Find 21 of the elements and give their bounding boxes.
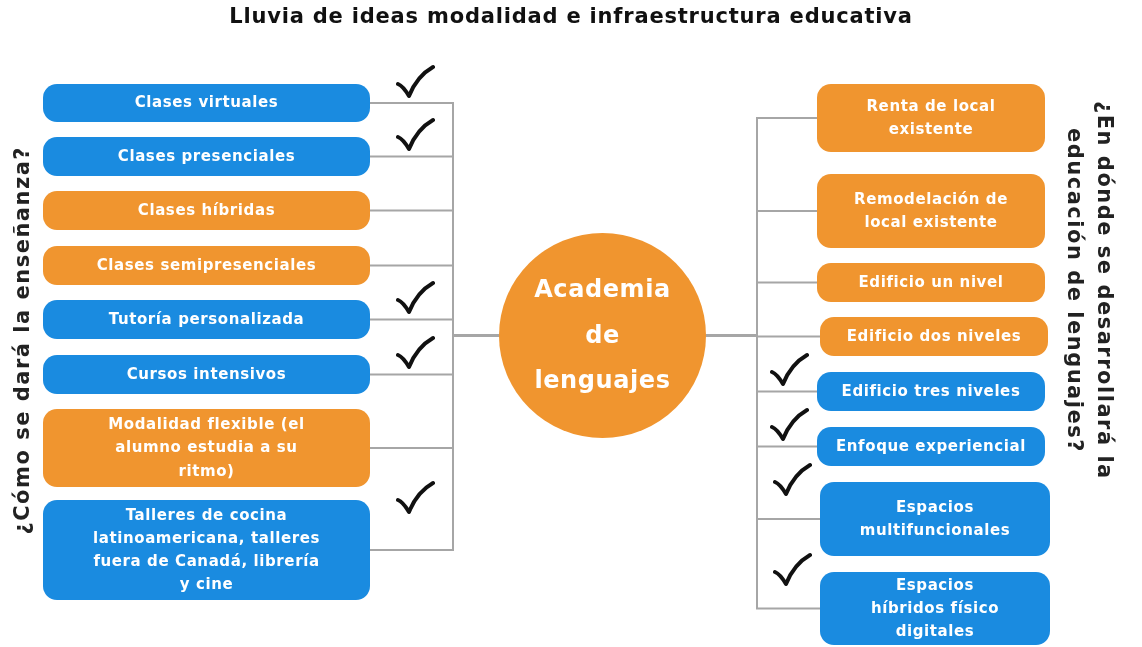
selected-option-box: Espacios híbridos físico digitales xyxy=(820,572,1050,645)
selected-option-box: Clases presenciales xyxy=(43,137,370,176)
option-box: Clases semipresenciales xyxy=(43,246,370,285)
option-box: Modalidad flexible (el alumno estudia a su ritmo) xyxy=(43,409,370,487)
center-circle: Academia de lenguajes xyxy=(499,233,706,438)
selected-option-box: Talleres de cocina latinoamericana, talleres fuera de Canadá, librería y cine xyxy=(43,500,370,600)
selected-option-box: Espacios multifuncionales xyxy=(820,482,1050,556)
side-heading: ¿En dónde se desarrollará la educación de lenguajes? xyxy=(1062,100,1119,482)
option-box: Clases híbridas xyxy=(43,191,370,230)
diagram-title: Lluvia de ideas modalidad e infraestructura educativa xyxy=(228,4,914,28)
option-box: Edificio un nivel xyxy=(817,263,1045,302)
side-heading: ¿Cómo se dará la enseñanza? xyxy=(8,144,35,537)
selected-option-box: Edificio tres niveles xyxy=(817,372,1045,411)
connector-line xyxy=(369,334,500,551)
selected-option-box: Clases virtuales xyxy=(43,84,370,122)
selected-option-box: Tutoría personalizada xyxy=(43,300,370,339)
selected-option-box: Enfoque experiencial xyxy=(817,427,1045,466)
option-box: Remodelación de local existente xyxy=(817,174,1045,248)
option-box: Edificio dos niveles xyxy=(820,317,1048,356)
option-box: Renta de local existente xyxy=(817,84,1045,152)
selected-option-box: Cursos intensivos xyxy=(43,355,370,394)
